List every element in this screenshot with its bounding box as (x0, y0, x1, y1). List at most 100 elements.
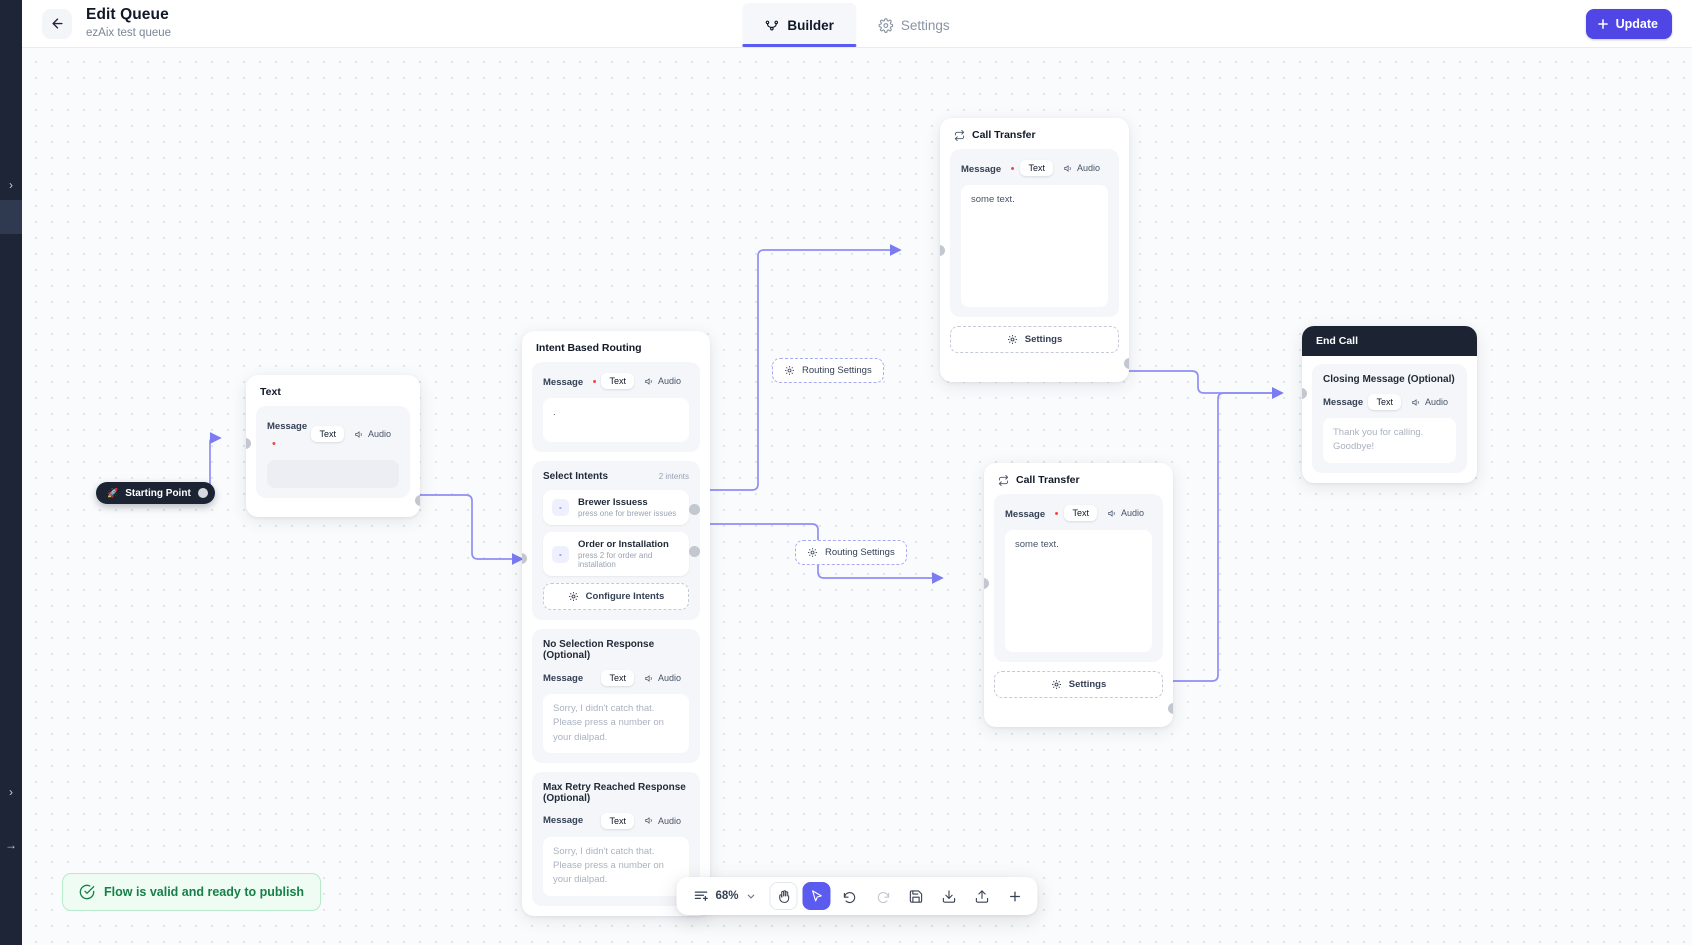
speaker-icon (645, 377, 652, 385)
rail-expand-icon-top[interactable]: › (9, 178, 13, 192)
hand-icon (778, 889, 789, 903)
no-selection-message-input[interactable]: Sorry, I didn't catch that. Please press… (543, 694, 689, 753)
intent-message-input[interactable]: . (543, 398, 689, 442)
end-call-format-audio[interactable]: Audio (1404, 394, 1456, 410)
node-call-transfer-1-body: Message • Text Audio (940, 149, 1129, 363)
flow-canvas[interactable]: 🚀 Starting Point Text Message • Text (22, 48, 1692, 945)
ct1-settings-button[interactable]: Settings (950, 326, 1119, 353)
save-icon (909, 889, 922, 903)
end-call-message-label: Message (1323, 396, 1364, 408)
routing-settings-chip-1[interactable]: Routing Settings (772, 358, 884, 383)
node-call-transfer-2-title: Call Transfer (984, 463, 1173, 494)
configure-intents-button[interactable]: Configure Intents (543, 583, 689, 610)
add-node-button[interactable] (1001, 882, 1029, 910)
speaker-icon (1412, 398, 1419, 406)
undo-icon (843, 891, 855, 903)
node-call-transfer-2[interactable]: Call Transfer Message • Text (984, 463, 1173, 727)
node-text-message-label: Message (267, 421, 308, 432)
no-selection-panel: No Selection Response (Optional) Message… (532, 629, 700, 763)
node-intent-routing-title: Intent Based Routing (536, 342, 642, 354)
max-retry-format-text[interactable]: Text (601, 812, 634, 829)
save-button[interactable] (902, 882, 930, 910)
node-text-format-toggle: Text Audio (311, 426, 399, 442)
node-call-transfer-1[interactable]: Call Transfer Message • Text (940, 118, 1129, 382)
node-text[interactable]: Text Message • Text (246, 375, 420, 517)
node-text-target-handle[interactable] (246, 438, 251, 449)
intent-description: press one for brewer issues (578, 509, 677, 518)
arrow-left-icon (51, 18, 63, 29)
node-end-call[interactable]: End Call Closing Message (Optional) Mess… (1302, 326, 1477, 483)
intent-format-toggle: Text Audio (601, 373, 689, 389)
required-marker: • (1054, 508, 1059, 520)
node-intent-routing[interactable]: Intent Based Routing Message • Text (522, 331, 710, 916)
intent-format-text[interactable]: Text (601, 373, 634, 389)
download-button[interactable] (935, 882, 963, 910)
max-retry-format-audio[interactable]: Audio (637, 813, 689, 829)
node-call-transfer-1-label: Call Transfer (972, 129, 1036, 141)
redo-button[interactable] (869, 882, 897, 910)
cursor-icon (811, 889, 822, 901)
zoom-control[interactable]: 68% (685, 885, 764, 908)
intent-row-brewer-issuess[interactable]: - Brewer Issuess press one for brewer is… (543, 490, 700, 525)
update-button[interactable]: Update (1585, 9, 1672, 39)
select-tool-button[interactable] (802, 882, 831, 910)
intent-format-audio[interactable]: Audio (637, 373, 689, 389)
no-selection-format-text[interactable]: Text (601, 670, 634, 686)
ct1-format-text[interactable]: Text (1020, 160, 1053, 176)
end-call-target-handle[interactable] (1302, 388, 1307, 399)
rail-active-marker (0, 200, 22, 234)
intent-source-handle[interactable] (689, 504, 700, 515)
no-selection-format-audio[interactable]: Audio (637, 670, 689, 686)
undo-button[interactable] (836, 882, 864, 910)
ct1-target-handle[interactable] (940, 245, 945, 256)
closing-message-title: Closing Message (Optional) (1323, 374, 1455, 385)
page-title-block: Edit Queue ezAix test queue (86, 6, 171, 40)
no-selection-message-label: Message (543, 672, 584, 684)
ct2-format-text[interactable]: Text (1064, 505, 1097, 521)
ct2-settings-button[interactable]: Settings (994, 671, 1163, 698)
page-subtitle: ezAix test queue (86, 27, 172, 40)
tab-builder[interactable]: Builder (742, 3, 856, 47)
starting-point-node[interactable]: 🚀 Starting Point (96, 482, 215, 504)
upload-icon (975, 889, 988, 903)
node-text-format-text[interactable]: Text (311, 426, 344, 442)
page-title: Edit Queue (86, 6, 169, 24)
rail-expand-icon-bottom[interactable]: → (5, 838, 17, 852)
end-call-format-audio-label: Audio (1424, 397, 1448, 407)
routing-settings-chip-2[interactable]: Routing Settings (795, 540, 907, 565)
node-text-title: Text (260, 386, 281, 398)
ct1-message-input[interactable]: some text. (961, 185, 1108, 307)
rail-expand-icon-mid[interactable]: › (9, 785, 13, 799)
intent-row-order-or-installation[interactable]: - Order or Installation press 2 for orde… (543, 532, 700, 576)
intent-source-handle[interactable] (689, 546, 700, 557)
node-text-message-input[interactable] (267, 460, 399, 488)
ct1-message-row: Message • Text Audio (961, 159, 1108, 177)
ct2-target-handle[interactable] (984, 578, 989, 589)
plus-icon (1009, 891, 1020, 901)
flow-builder-icon (765, 20, 779, 30)
zoom-level-value: 68% (715, 890, 739, 902)
max-retry-message-input[interactable]: Sorry, I didn't catch that. Please press… (543, 836, 689, 896)
gear-icon (785, 366, 794, 375)
pan-tool-button[interactable] (769, 882, 798, 910)
intent-key-badge: - (552, 545, 569, 563)
end-call-format-text[interactable]: Text (1368, 394, 1401, 410)
node-text-format-audio[interactable]: Audio (347, 426, 399, 442)
upload-button[interactable] (968, 882, 996, 910)
ct1-format-audio-label: Audio (1076, 163, 1100, 173)
back-button[interactable] (42, 8, 72, 39)
node-call-transfer-2-label: Call Transfer (1016, 474, 1080, 486)
intent-format-audio-label: Audio (657, 376, 681, 386)
ct2-format-audio[interactable]: Audio (1100, 505, 1152, 521)
end-call-message-input[interactable]: Thank you for calling. Goodbye! (1323, 418, 1456, 463)
ct1-source-handle[interactable] (1124, 358, 1129, 369)
tab-settings[interactable]: Settings (856, 3, 972, 47)
starting-point-handle[interactable] (197, 488, 208, 498)
node-text-format-audio-label: Audio (367, 429, 391, 439)
ct2-message-input[interactable]: some text. (1005, 530, 1152, 652)
intent-routing-target-handle[interactable] (522, 553, 527, 564)
node-text-source-handle[interactable] (415, 495, 420, 506)
ct2-source-handle[interactable] (1168, 703, 1173, 714)
ct2-message-panel: Message • Text Audio (994, 494, 1163, 662)
ct1-format-audio[interactable]: Audio (1056, 160, 1108, 176)
